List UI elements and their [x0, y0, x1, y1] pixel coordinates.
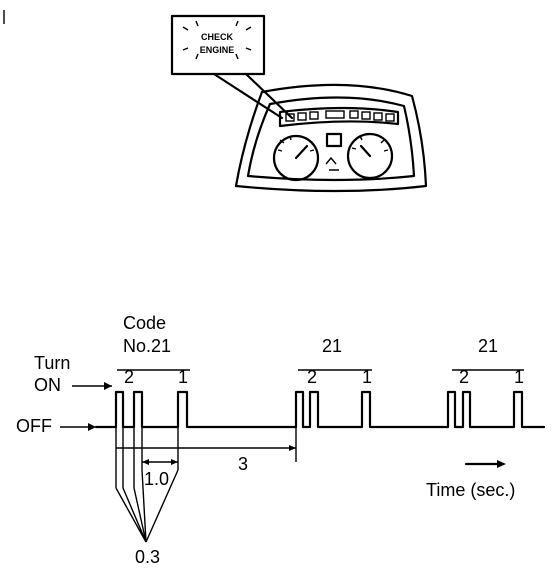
digit-one-first: 1	[178, 367, 188, 387]
tachometer-gauge	[346, 132, 394, 180]
center-fuel-indicator	[325, 132, 343, 148]
center-indicator-details	[325, 156, 339, 171]
digit-two-first: 2	[124, 367, 134, 387]
cluster-outer-housing	[234, 83, 428, 193]
timing-diagram: Code No.21 Turn ON OFF 21 21 2 1 2 1 2 1	[16, 313, 546, 567]
interval-repeat-label: 3	[238, 454, 248, 474]
gauge-tick-marks	[277, 135, 389, 152]
warning-light-strip	[278, 106, 400, 128]
off-label: OFF	[16, 416, 52, 436]
time-axis-arrowhead	[497, 460, 506, 468]
tachometer-needle	[359, 144, 372, 158]
check-engine-callout-box	[170, 14, 266, 76]
check-engine-text-line1: CHECK	[201, 32, 234, 42]
digit-one-third: 1	[514, 367, 524, 387]
cluster-inner-bezel	[246, 96, 416, 182]
code-repeat-label-1: 21	[322, 336, 342, 356]
speedometer-needle	[294, 144, 309, 160]
digit-two-third: 2	[459, 367, 469, 387]
on-arrowhead	[104, 382, 112, 390]
signal-waveform	[94, 390, 546, 429]
turn-label: Turn	[34, 353, 70, 373]
code-repeat-label-2: 21	[478, 336, 498, 356]
check-engine-text-line2: ENGINE	[200, 45, 235, 55]
instrument-cluster-illustration: CHECK ENGINE	[170, 14, 428, 193]
speedometer-gauge	[272, 134, 320, 182]
time-axis-label: Time (sec.)	[426, 480, 515, 500]
lamp-glow-marks	[182, 20, 252, 60]
warning-lamps	[285, 110, 395, 122]
code-number-label: No.21	[123, 336, 171, 356]
code-label: Code	[123, 313, 166, 333]
digit-two-second: 2	[307, 367, 317, 387]
off-arrowhead	[88, 423, 96, 431]
interval-long-label: 1.0	[144, 469, 169, 489]
interval-short-label: 0.3	[135, 547, 160, 567]
short-interval-pointers	[115, 469, 179, 543]
on-label: ON	[34, 375, 61, 395]
digit-one-second: 1	[362, 367, 372, 387]
